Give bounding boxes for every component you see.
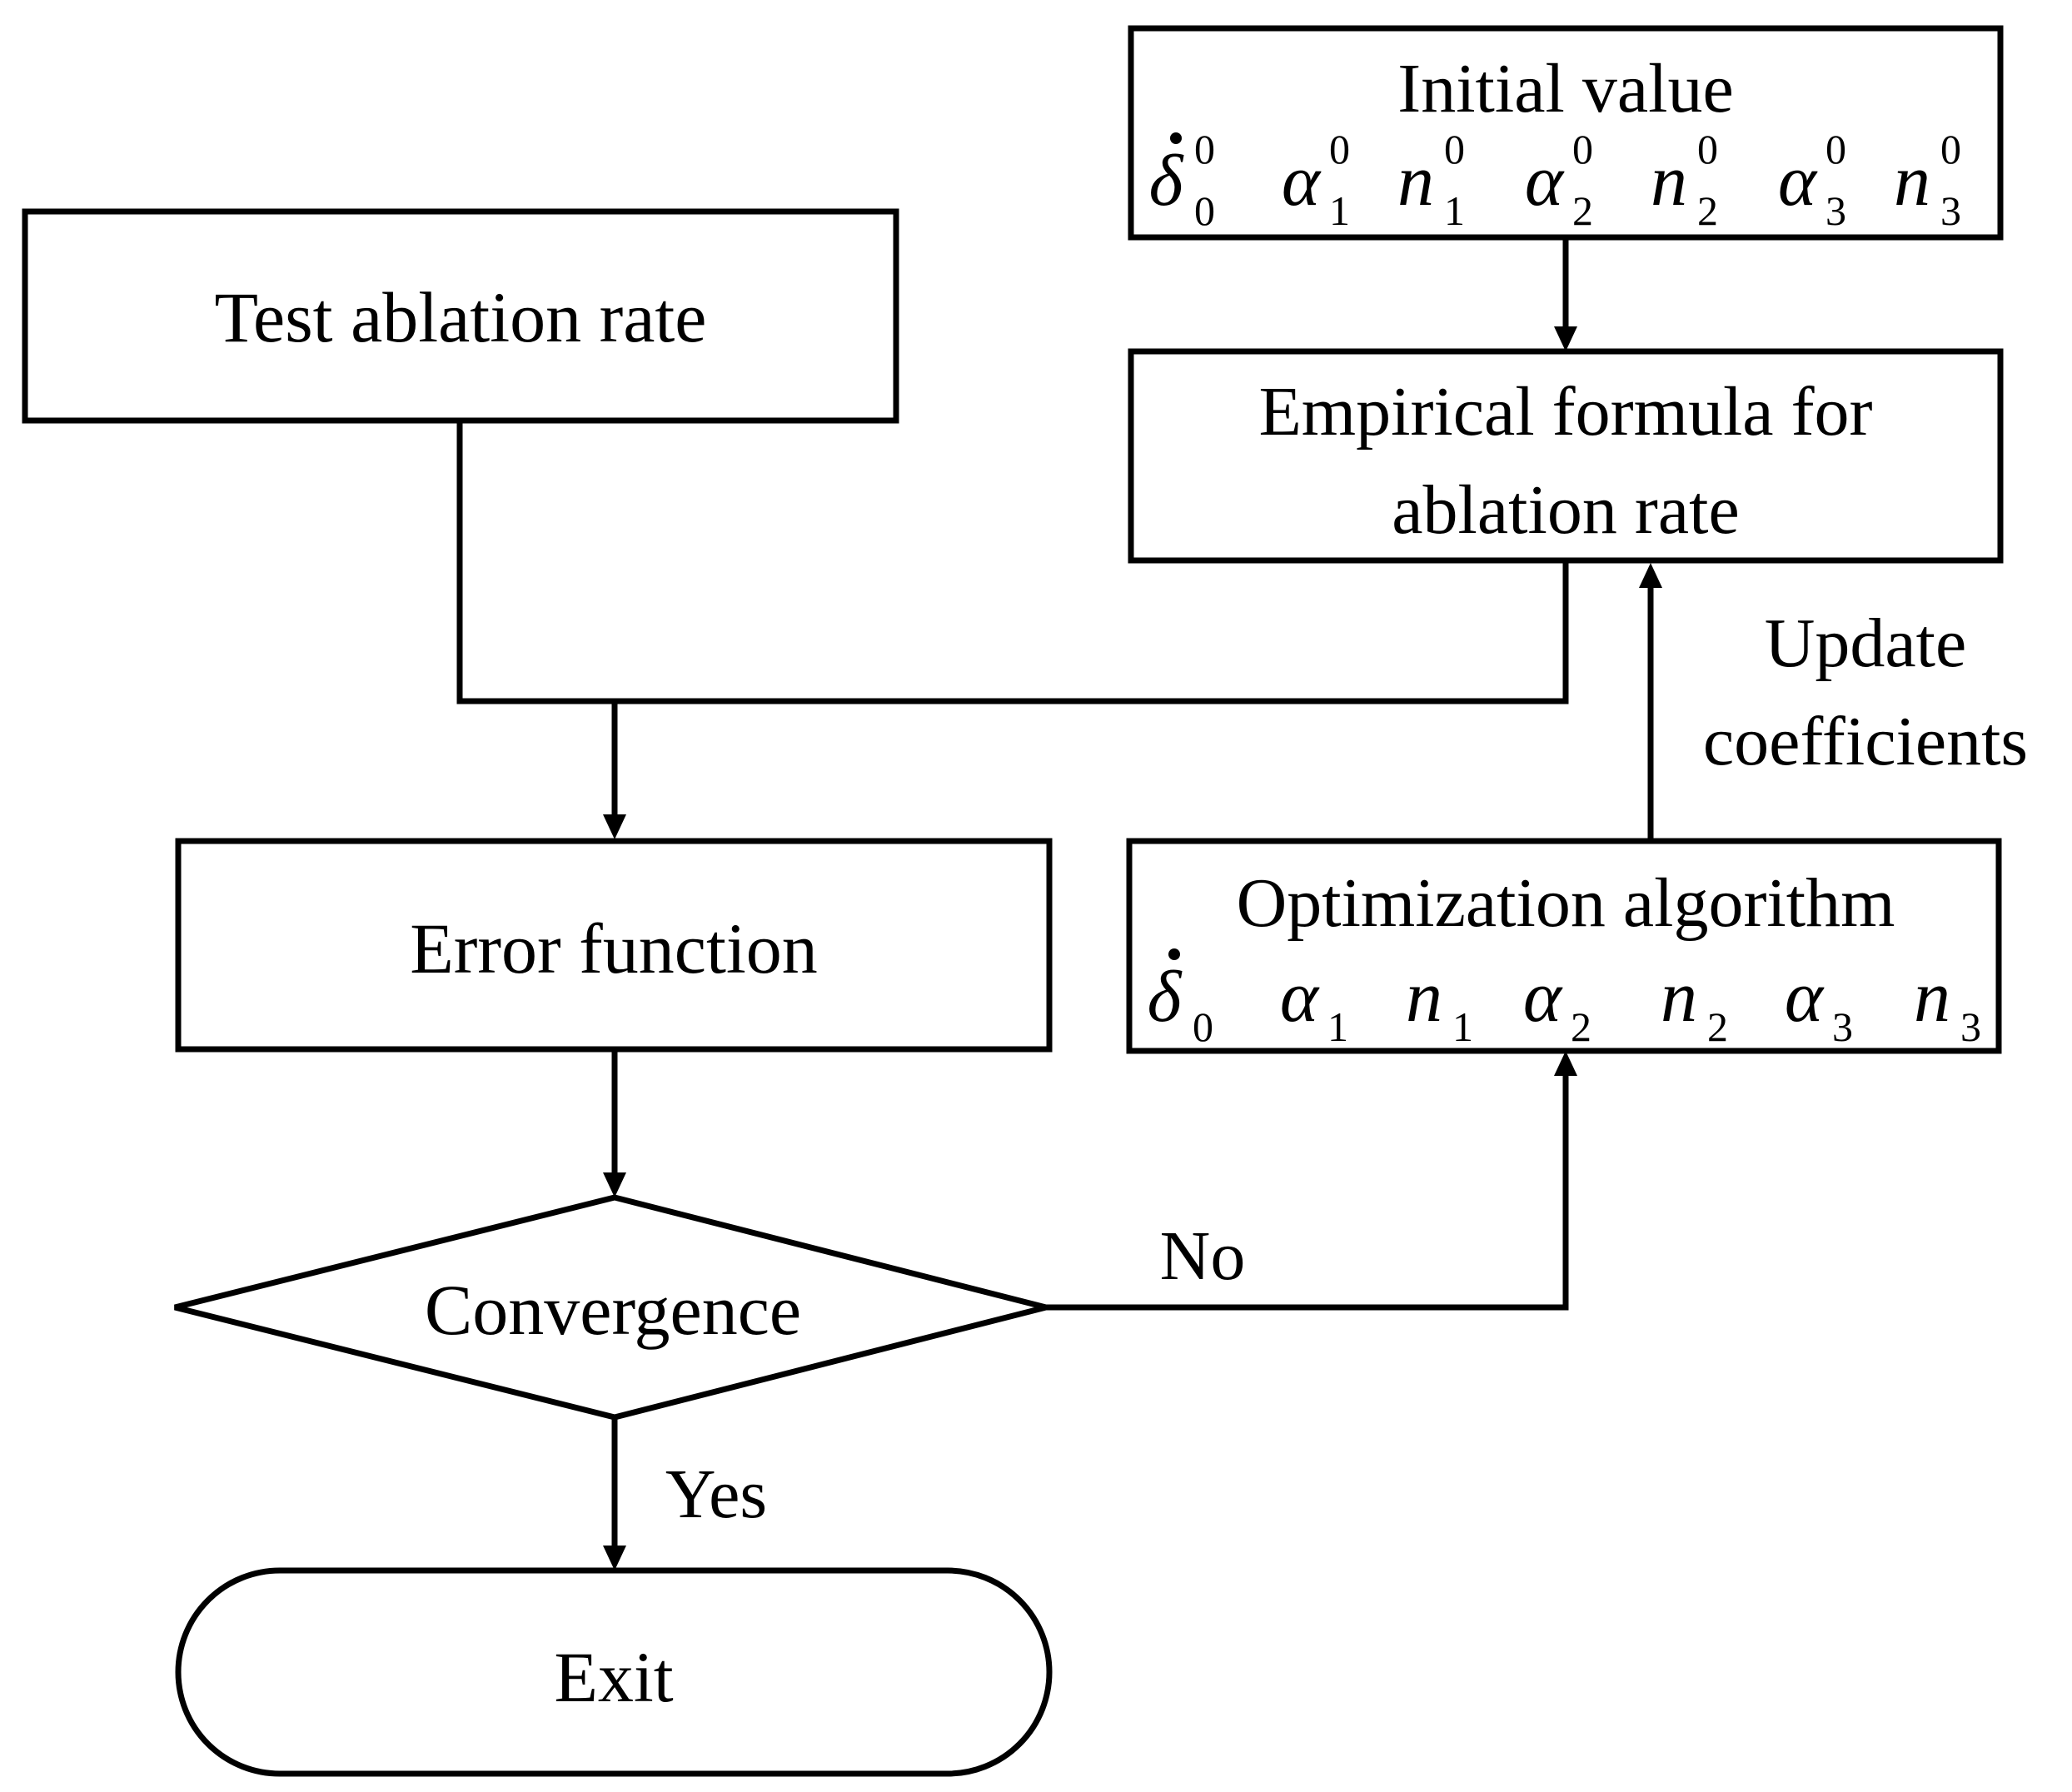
param-subscript: 1 <box>1452 1003 1473 1050</box>
arrowhead-to-error-function <box>603 814 626 839</box>
param-subscript: 1 <box>1327 1003 1348 1050</box>
node-exit: Exit <box>175 1567 1053 1777</box>
param-symbol: δ <box>1148 957 1183 1038</box>
initial-value-title: Initial value <box>1397 50 1734 127</box>
connector-no-to-optimization <box>1046 1076 1569 1311</box>
param-symbol: n <box>1661 957 1697 1038</box>
param-subscript: 3 <box>1940 187 1961 234</box>
error-function-label: Error function <box>410 908 818 988</box>
param-subscript: 2 <box>1697 187 1718 234</box>
no-label: No <box>1160 1217 1246 1295</box>
param-symbol: α <box>1778 141 1818 222</box>
arrowhead-update-coefficients <box>1639 563 1662 588</box>
param-symbol: n <box>1397 141 1434 222</box>
test-ablation-rate-label: Test ablation rate <box>215 277 707 357</box>
param-subscript: 3 <box>1960 1003 1981 1050</box>
arrowhead-to-convergence <box>603 1172 626 1197</box>
param-symbol: n <box>1406 957 1442 1038</box>
derivative-dot <box>1170 132 1182 144</box>
param-symbol: α <box>1525 141 1565 222</box>
param-subscript: 2 <box>1572 187 1593 234</box>
param-superscript: 0 <box>1697 126 1718 172</box>
param-superscript: 0 <box>1825 126 1846 172</box>
param-symbol: δ <box>1149 141 1185 222</box>
exit-label: Exit <box>554 1637 673 1717</box>
param-subscript: 2 <box>1571 1003 1591 1050</box>
update-coefficients-label-line1: Update <box>1765 605 1967 682</box>
connector-test-to-junction <box>456 421 615 704</box>
param-symbol: n <box>1894 141 1930 222</box>
node-convergence: Convergence <box>174 1194 1047 1421</box>
param-superscript: 0 <box>1329 126 1350 172</box>
optimization-algorithm-title: Optimization algorithm <box>1237 864 1895 942</box>
param-subscript: 1 <box>1444 187 1465 234</box>
empirical-formula-line1: Empirical formula for <box>1258 373 1872 450</box>
param-subscript: 3 <box>1832 1003 1853 1050</box>
param-superscript: 0 <box>1444 126 1465 172</box>
node-error-function: Error function <box>175 838 1053 1053</box>
param-subscript: 1 <box>1329 187 1350 234</box>
param-subscript: 3 <box>1825 187 1846 234</box>
convergence-label: Convergence <box>425 1270 801 1350</box>
arrowhead-no-to-optimization <box>1554 1051 1577 1076</box>
node-empirical-formula: Empirical formula for ablation rate <box>1128 348 2004 564</box>
param-symbol: α <box>1523 957 1563 1038</box>
connector-empirical-to-junction <box>615 560 1569 704</box>
param-symbol: α <box>1280 957 1320 1038</box>
param-superscript: 0 <box>1194 126 1215 172</box>
param-subscript: 0 <box>1194 187 1215 234</box>
param-subscript: 0 <box>1193 1003 1213 1050</box>
yes-label: Yes <box>665 1456 767 1533</box>
param-symbol: α <box>1785 957 1825 1038</box>
param-symbol: n <box>1914 957 1950 1038</box>
param-superscript: 0 <box>1940 126 1961 172</box>
update-coefficients-label-line2: coefficients <box>1703 703 2028 780</box>
node-test-ablation-rate: Test ablation rate <box>22 208 899 424</box>
derivative-dot <box>1168 948 1180 960</box>
param-superscript: 0 <box>1572 126 1593 172</box>
arrowhead-to-empirical-formula <box>1554 326 1577 351</box>
param-symbol: α <box>1282 141 1322 222</box>
param-subscript: 2 <box>1707 1003 1728 1050</box>
empirical-formula-line2: ablation rate <box>1392 471 1739 549</box>
param-symbol: n <box>1651 141 1687 222</box>
arrowhead-to-exit <box>603 1546 626 1570</box>
